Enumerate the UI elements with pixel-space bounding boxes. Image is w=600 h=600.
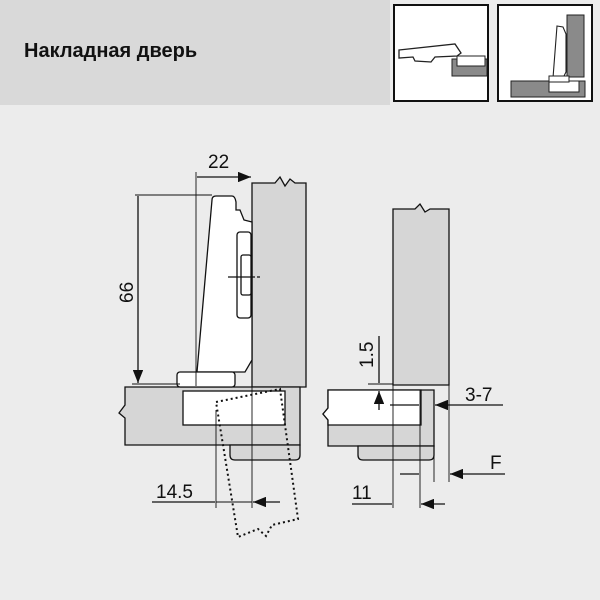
door-panel-right (392, 202, 450, 386)
cup-recess (182, 390, 286, 426)
dim-66-label: 66 (117, 282, 138, 303)
hinge-closed-thumbnail (497, 4, 593, 102)
dim-22-label: 22 (208, 152, 229, 173)
hinge-open-thumbnail (393, 4, 489, 102)
header-panel: Накладная дверь (0, 0, 390, 105)
dim-14-5-label: 14.5 (156, 482, 193, 503)
dim-1-5-label: 1.5 (357, 342, 378, 368)
dim-3-7-label: 3-7 (465, 385, 492, 406)
mounting-plate (229, 444, 301, 461)
dim-f-label: F (490, 453, 502, 474)
page-title: Накладная дверь (24, 40, 198, 62)
mounting-plate-right (357, 445, 435, 461)
cabinet-side (251, 175, 307, 388)
dim-11-label: 11 (352, 483, 372, 504)
hinge-cup-top (176, 371, 236, 388)
